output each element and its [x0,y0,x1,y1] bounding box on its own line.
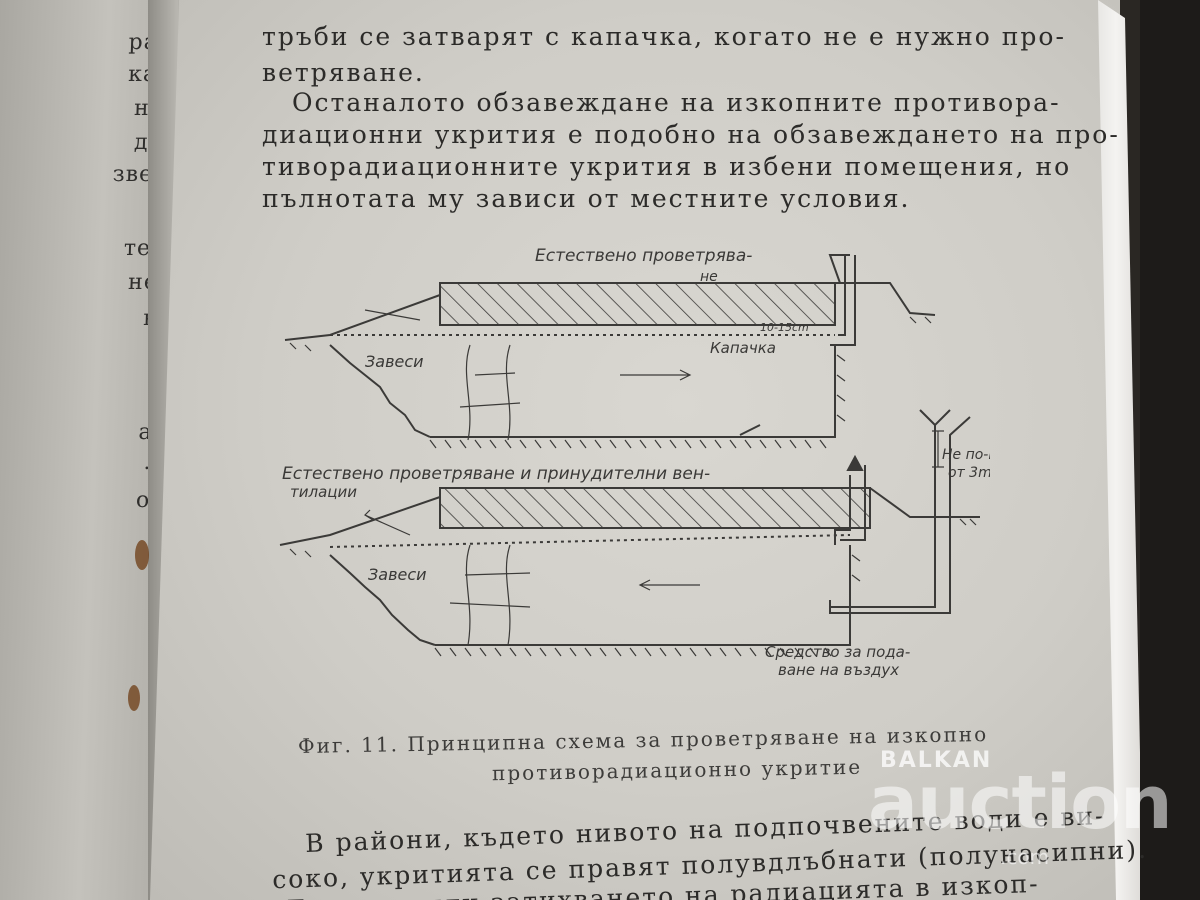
ground-hatching [289,316,977,657]
watermark-domain: .com [1000,845,1050,869]
body-line: Останалото обзавеждане на изкопните прот… [292,88,1061,117]
label-vent-distance: Не по-малко [942,447,990,463]
lower-shelter [279,409,980,646]
label-curtains-top: Завеси [365,352,424,371]
label-natural-vent: Естествено проветрява- [535,246,752,266]
label-natural-vent-cont: не [700,269,718,285]
label-curtains-bottom: Завеси [368,565,427,584]
watermark-logo: auction [868,760,1173,846]
label-cap: Капачка [710,339,776,357]
label-vent-distance-cont: от 3m [948,465,990,481]
label-natural-forced-cont: тилации [290,483,357,501]
body-line: тиворадиационните укрития в избени помещ… [262,152,1072,181]
body-line: ветряване. [262,58,425,87]
right-page [150,0,1120,900]
label-natural-forced: Естествено проветряване и принудителни в… [282,464,710,484]
upper-shelter [284,254,936,441]
rust-stain [128,685,140,711]
ventilation-diagram: Естествено проветрява- не 10-15cm Капачк… [279,246,990,679]
label-air-supply-cont: ване на въздух [778,661,899,679]
label-measure: 10-15cm [760,321,809,334]
body-line: тръби се затварят с капачка, когато не е… [262,22,1066,51]
body-line: диационни укрития е подобно на обзавежда… [262,120,1120,149]
label-air-supply: Средство за пода- [765,643,910,661]
background-right [1140,0,1200,900]
watermark-top: BALKAN [880,748,993,773]
body-line: пълнотата му зависи от местните условия. [262,184,911,213]
rust-stain [135,540,149,570]
